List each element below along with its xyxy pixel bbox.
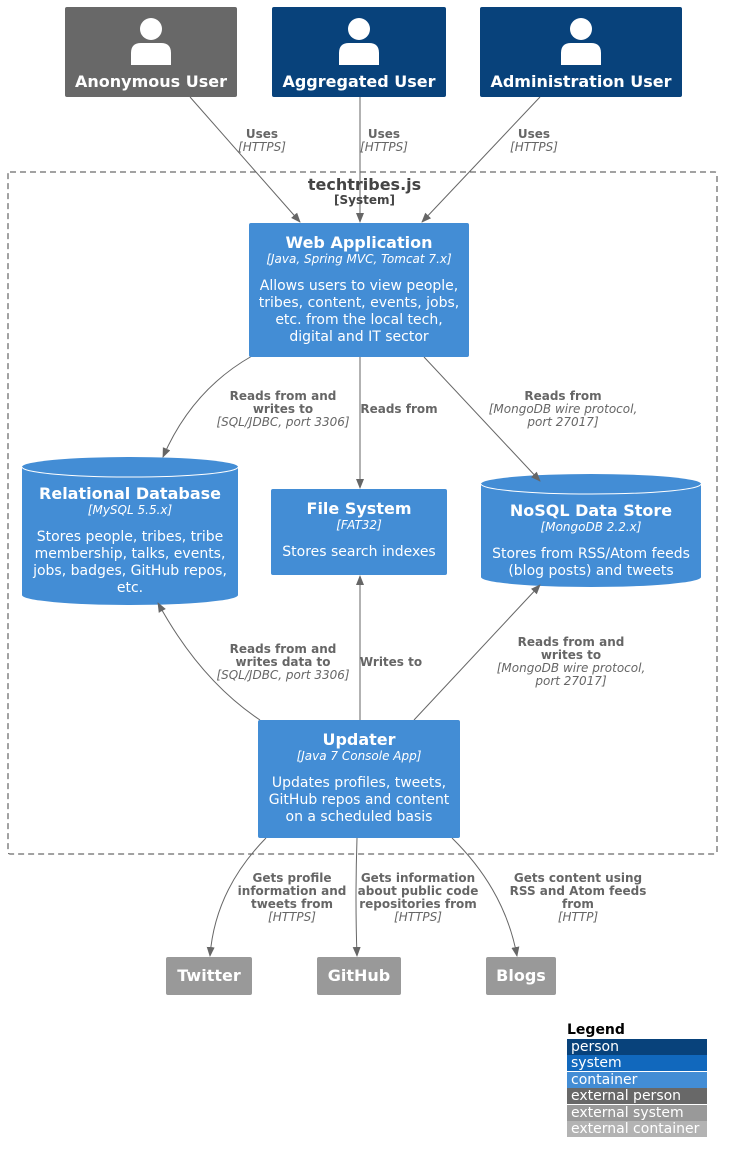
container-title: File System [306,499,412,518]
rel-upd-github [352,837,361,957]
rel-label-text: Writes to [359,655,423,669]
container-relational-database: Relational Database [MySQL 5.5.x] Stores… [22,484,238,597]
legend-item-external-person: external person [567,1088,707,1104]
rel-label-upd-github: Gets information about public code repos… [352,872,484,924]
rel-label-tech: [HTTPS] [394,910,442,924]
person-anonymous-user-title: Anonymous User [75,72,227,91]
person-icon [561,18,601,65]
legend-item-system: system [567,1055,707,1071]
rel-label-upd-fs: Writes to [352,656,430,669]
boundary-type: [System] [334,193,395,207]
container-description: Stores from RSS/Atom feeds (blog posts) … [492,546,690,579]
legend: Legend person system container external … [567,1022,707,1137]
rel-label-web-nosql: Reads from [MongoDB wire protocol, port … [478,390,648,429]
person-administration-user-title: Administration User [490,72,672,91]
container-description: Updates profiles, tweets, GitHub repos a… [268,775,450,825]
rel-label-text: Reads from and writes to [229,389,337,416]
rel-label-tech: [MongoDB wire protocol, port 27017] [488,402,638,429]
system-boundary-title: techtribes.js [System] [0,176,729,207]
container-tech: [MongoDB 2.2.x] [540,520,642,534]
rel-upd-twitter [206,837,267,957]
rel-label-text: Reads from [524,389,602,403]
rel-label-upd-twitter: Gets profile information and tweets from… [228,872,356,924]
rel-label-tech: [HTTPS] [268,910,316,924]
rel-label-upd-blogs: Gets content using RSS and Atom feeds fr… [500,872,656,924]
container-description: Stores search indexes [282,544,436,560]
rel-upd-nosql [413,584,541,721]
legend-item-container: container [567,1071,707,1088]
container-tech: [MySQL 5.5.x] [87,503,173,517]
external-system-title: Twitter [177,966,241,985]
legend-item-person: person [567,1038,707,1055]
container-tech: [FAT32] [336,518,382,532]
rel-label-text: Gets content using RSS and Atom feeds fr… [509,871,647,911]
rel-upd-blogs [451,837,520,957]
container-web-application: Web Application [Java, Spring MVC, Tomca… [249,223,469,357]
person-icon [131,18,171,65]
rel-label-admin-web: Uses [HTTPS] [494,128,574,154]
rel-upd-rdb [157,602,261,721]
container-updater: Updater [Java 7 Console App] Updates pro… [258,720,460,838]
rel-label-text: Reads from [360,402,438,416]
rel-label-text: Reads from and writes to [517,635,625,662]
container-description: Allows users to view people, tribes, con… [258,278,460,345]
container-tech: [Java 7 Console App] [296,749,422,763]
nosql-datastore-shape [480,474,702,587]
container-file-system: File System [FAT32] Stores search indexe… [271,489,447,575]
rel-label-text: Uses [245,127,279,141]
rel-label-tech: [HTTPS] [238,140,286,154]
container-title: Relational Database [39,484,221,503]
person-anonymous-user: Anonymous User [65,7,237,97]
rel-label-tech: [HTTPS] [360,140,408,154]
legend-title: Legend [567,1022,625,1038]
rel-label-tech: [MongoDB wire protocol, port 27017] [496,661,646,688]
rel-label-upd-nosql: Reads from and writes to [MongoDB wire p… [488,636,654,688]
rel-web-rdb [162,355,253,458]
external-system-title: Blogs [496,966,546,985]
person-administration-user: Administration User [480,7,682,97]
rel-label-upd-rdb: Reads from and writes data to [SQL/JDBC,… [205,643,361,682]
rel-admin-web [421,96,541,223]
rel-web-nosql [423,356,541,482]
legend-item-external-system: external system [567,1104,707,1121]
rel-label-text: Gets profile information and tweets from [237,871,347,911]
rel-label-tech: [HTTPS] [510,140,558,154]
rel-label-anon-web: Uses [HTTPS] [222,128,302,154]
rel-label-text: Gets information about public code repos… [357,871,479,911]
person-aggregated-user: Aggregated User [272,7,446,97]
rel-label-tech: [HTTP] [557,910,599,924]
rel-label-tech: [SQL/JDBC, port 3306] [216,415,350,429]
legend-item-external-container: external container [567,1121,707,1137]
rel-label-web-rdb: Reads from and writes to [SQL/JDBC, port… [205,390,361,429]
container-nosql-data-store: NoSQL Data Store [MongoDB 2.2.x] Stores … [481,501,701,580]
rel-label-text: Reads from and writes data to [229,642,337,669]
rel-label-tech: [SQL/JDBC, port 3306] [216,668,350,682]
container-title: NoSQL Data Store [509,501,673,520]
external-system-twitter: Twitter [166,957,252,995]
rel-label-text: Uses [367,127,401,141]
person-icon [339,18,379,65]
external-system-github: GitHub [317,957,401,995]
rel-label-agg-web: Uses [HTTPS] [344,128,424,154]
container-title: Updater [322,730,396,749]
external-system-title: GitHub [327,966,391,985]
container-title: Web Application [285,233,433,252]
external-system-blogs: Blogs [486,957,556,995]
container-tech: [Java, Spring MVC, Tomcat 7.x] [266,252,452,266]
rel-anon-web [189,96,301,223]
relational-database-shape [21,457,239,605]
rel-label-text: Uses [517,127,551,141]
rel-label-web-fs: Reads from [352,403,446,416]
boundary-name: techtribes.js [307,175,422,194]
container-description: Stores people, tribes, tribe membership,… [33,529,227,596]
person-aggregated-user-title: Aggregated User [282,72,436,91]
system-boundary [7,171,718,855]
